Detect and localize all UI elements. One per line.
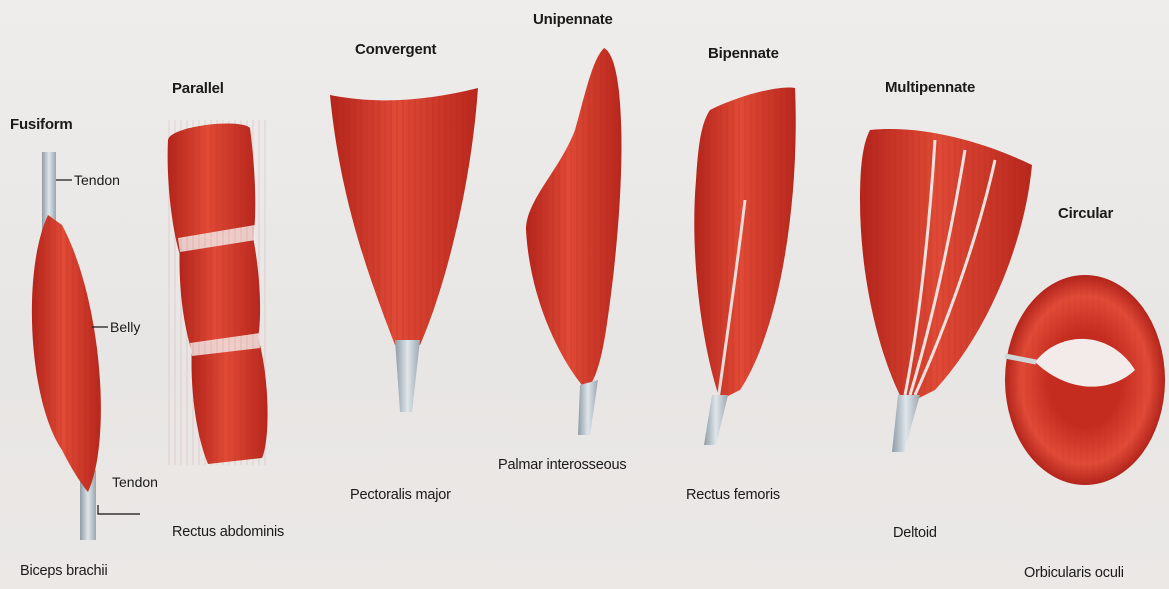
belly-label: Belly bbox=[110, 319, 140, 335]
parallel-muscle bbox=[165, 120, 270, 465]
bipennate-example: Rectus femoris bbox=[686, 487, 780, 503]
tendon-top-label: Tendon bbox=[74, 172, 120, 188]
multipennate-muscle bbox=[860, 129, 1032, 452]
convergent-example: Pectoralis major bbox=[350, 487, 451, 503]
parallel-title: Parallel bbox=[172, 80, 224, 97]
circular-muscle bbox=[1005, 275, 1165, 485]
unipennate-muscle bbox=[526, 48, 622, 435]
fusiform-example: Biceps brachii bbox=[20, 563, 107, 579]
circular-title: Circular bbox=[1058, 205, 1113, 222]
multipennate-example: Deltoid bbox=[893, 525, 937, 541]
fusiform-title: Fusiform bbox=[10, 116, 73, 133]
tendon-bottom-label: Tendon bbox=[112, 474, 158, 490]
multipennate-title: Multipennate bbox=[885, 79, 975, 96]
bipennate-title: Bipennate bbox=[708, 45, 779, 62]
circular-example: Orbicularis oculi bbox=[1024, 565, 1124, 581]
bipennate-muscle bbox=[694, 87, 795, 445]
unipennate-example: Palmar interosseous bbox=[498, 457, 626, 473]
convergent-title: Convergent bbox=[355, 41, 436, 58]
convergent-muscle bbox=[330, 88, 478, 412]
parallel-example: Rectus abdominis bbox=[172, 524, 284, 540]
unipennate-title: Unipennate bbox=[533, 11, 613, 28]
